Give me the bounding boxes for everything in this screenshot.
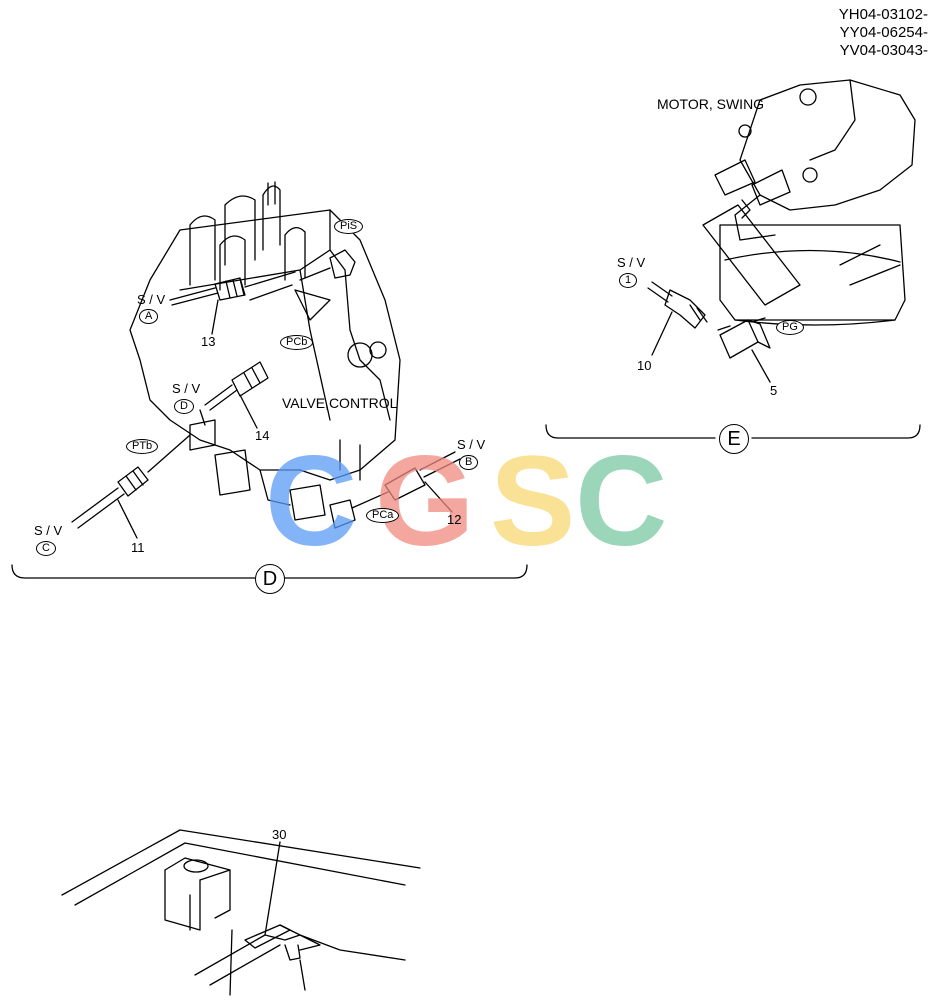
sv-label: S / V (457, 437, 486, 452)
part-number-13: 13 (201, 334, 216, 349)
hose-10 (647, 281, 708, 329)
sv-label: S / V (34, 523, 63, 538)
control-valve-illustration (129, 181, 401, 529)
port-label-pg: PG (776, 320, 804, 335)
port-label-pis: PiS (334, 219, 364, 234)
solenoid-valve-a: A (139, 309, 159, 324)
hose-13 (169, 271, 296, 306)
leader-12 (424, 481, 453, 513)
part-number-10: 10 (637, 358, 652, 373)
leader-13 (211, 299, 219, 335)
watermark-letter: C (575, 440, 667, 560)
serial-number: YH04-03102- (838, 6, 928, 23)
fitting-5 (717, 317, 771, 359)
part-number-14: 14 (255, 428, 270, 443)
leader-10 (651, 311, 673, 356)
watermark-letter: S (490, 440, 575, 560)
view-e-brace (545, 424, 921, 439)
swing-motor-illustration (702, 79, 916, 326)
sv-label: S / V (137, 292, 166, 307)
solenoid-valve-c: C (36, 541, 56, 556)
watermark-letter: G (375, 440, 475, 560)
solenoid-valve-b: B (459, 455, 479, 470)
serial-number: YY04-06254- (839, 24, 928, 41)
frame-detail-illustration (61, 829, 421, 996)
solenoid-valve-1: 1 (619, 273, 638, 288)
port-label-ptb: PTb (126, 439, 159, 454)
view-d-brace (11, 564, 528, 579)
part-number-12: 12 (447, 512, 462, 527)
leader-5 (751, 349, 771, 383)
leader-11 (117, 499, 138, 539)
motor-swing-label: MOTOR, SWING (657, 96, 765, 112)
hose-12 (351, 451, 461, 509)
valve-control-label: VALVE,CONTROL (282, 395, 398, 411)
cgsc-watermark: C G S C (265, 440, 667, 560)
part-number-11: 11 (131, 540, 145, 555)
port-label-pcb: PCb (280, 335, 314, 350)
solenoid-valve-d: D (174, 399, 194, 414)
leader-30 (264, 841, 281, 936)
hose-11 (71, 434, 191, 529)
watermark-letter: C (265, 440, 357, 560)
view-e-marker: E (719, 424, 749, 454)
sv-label: S / V (172, 381, 201, 396)
port-label-pca: PCa (366, 508, 400, 523)
serial-number-block: YH04-03102- YY04-06254- YV04-03043- (839, 6, 928, 60)
part-number-5: 5 (770, 383, 778, 398)
part-number-30: 30 (272, 827, 287, 842)
leader-14 (239, 394, 258, 429)
hose-14 (204, 361, 269, 411)
view-d-marker: D (255, 564, 285, 594)
sv-label: S / V (617, 255, 646, 270)
serial-number: YV04-03043- (839, 42, 928, 59)
